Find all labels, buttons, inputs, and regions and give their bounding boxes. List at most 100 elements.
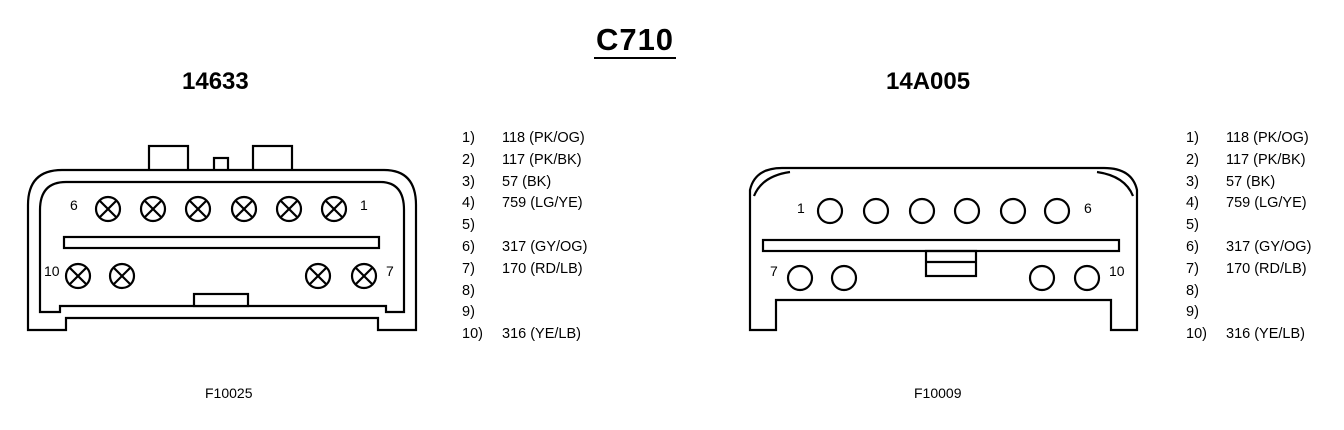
pin-wire: 118 (PK/OG) — [502, 130, 585, 146]
pin-wire: 117 (PK/BK) — [1226, 151, 1306, 168]
pin-number: 3) — [462, 173, 475, 190]
open-pin-cavity — [1043, 197, 1071, 225]
right-figure-id: F10009 — [914, 385, 962, 401]
pin-row: 6) 317 (GY/OG) — [462, 237, 587, 259]
right-pin-list: 1) 118 (PK/OG) 2) 117 (PK/BK) 3) 57 (BK) 4) 759… — [1186, 128, 1311, 346]
pin-row: 10) 316 (YE/LB) — [1186, 324, 1311, 346]
left-pin-label-1: 1 — [360, 197, 368, 213]
pin-row: 9) — [462, 302, 587, 324]
crossed-pin-cavity — [139, 195, 167, 223]
left-part-number: 14633 — [182, 68, 249, 95]
pin-number: 6) — [462, 238, 475, 255]
pin-number: 9) — [462, 304, 475, 321]
left-figure-id: F10025 — [205, 385, 253, 401]
pin-wire: 170 (RD/LB) — [1226, 260, 1307, 277]
pin-row: 1) 118 (PK/OG) — [462, 128, 587, 150]
open-pin-cavity — [1073, 264, 1101, 292]
pin-row: 9) — [1186, 302, 1311, 324]
crossed-pin-cavity — [108, 262, 136, 290]
pin-number: 9) — [1186, 304, 1199, 321]
pin-number: 1) — [1186, 130, 1199, 146]
crossed-pin-cavity — [184, 195, 212, 223]
left-pin-label-10: 10 — [44, 263, 60, 279]
right-pin-label-7: 7 — [770, 263, 778, 279]
left-pin-label-6: 6 — [70, 197, 78, 213]
right-pin-label-6: 6 — [1084, 200, 1092, 216]
pin-number: 5) — [462, 217, 475, 234]
pin-row: 2) 117 (PK/BK) — [1186, 150, 1311, 172]
left-connector-face — [26, 144, 418, 332]
crossed-pin-cavity — [320, 195, 348, 223]
pin-row: 8) — [1186, 281, 1311, 303]
pin-number: 4) — [1186, 195, 1199, 212]
open-pin-cavity — [786, 264, 814, 292]
pin-wire: 317 (GY/OG) — [1226, 238, 1312, 255]
pin-number: 7) — [462, 260, 475, 277]
right-connector-face — [748, 166, 1139, 332]
pin-wire: 118 (PK/OG) — [1226, 130, 1309, 146]
left-pin-label-7: 7 — [386, 263, 394, 279]
pin-row: 7) 170 (RD/LB) — [1186, 259, 1311, 281]
left-inner-cavity — [38, 180, 406, 314]
crossed-pin-cavity — [94, 195, 122, 223]
right-outer-shell — [748, 166, 1139, 332]
right-pin-cavities — [786, 197, 1101, 292]
open-pin-cavity — [999, 197, 1027, 225]
crossed-pin-cavity — [304, 262, 332, 290]
pin-number: 6) — [1186, 238, 1199, 255]
open-pin-cavity — [953, 197, 981, 225]
pin-row: 7)170 (RD/LB) — [462, 259, 587, 281]
left-key — [192, 292, 250, 308]
pin-number: 1) — [462, 130, 475, 146]
right-part-number: 14A005 — [886, 68, 971, 95]
open-pin-cavity — [862, 197, 890, 225]
pin-number: 8) — [462, 282, 475, 299]
pin-row: 10) 316 (YE/LB) — [462, 324, 587, 346]
pin-wire: 57 (BK) — [502, 173, 552, 190]
pin-row: 1) 118 (PK/OG) — [1186, 128, 1311, 150]
pin-wire: 759 (LG/YE) — [502, 195, 583, 212]
pin-number: 3) — [1186, 173, 1199, 190]
pin-number: 2) — [1186, 151, 1199, 168]
crossed-pin-cavity — [275, 195, 303, 223]
left-pin-list: 1) 118 (PK/OG) 2) 117 (PK/BK) 3) 57 (BK) 4) 759… — [462, 128, 587, 346]
open-pin-cavity — [1028, 264, 1056, 292]
pin-number: 7) — [1186, 260, 1199, 277]
pin-wire: 316 (YE/LB) — [502, 326, 581, 343]
pin-row: 4) 759 (LG/YE) — [462, 193, 587, 215]
pin-number: 8) — [1186, 282, 1199, 299]
pin-row: 5) — [1186, 215, 1311, 237]
pin-wire: 316 (YE/LB) — [1226, 326, 1305, 343]
pin-wire: 117 (PK/BK) — [502, 151, 582, 168]
pin-wire: 57 (BK) — [1226, 173, 1276, 190]
left-latch-1 — [147, 144, 190, 173]
crossed-pin-cavity — [350, 262, 378, 290]
open-pin-cavity — [816, 197, 844, 225]
pin-wire: 317 (GY/OG) — [502, 238, 588, 255]
open-pin-cavity — [830, 264, 858, 292]
pin-number: 10) — [462, 326, 483, 343]
right-pin-label-10: 10 — [1109, 263, 1125, 279]
left-latch-3 — [251, 144, 294, 173]
pin-row: 4) 759 (LG/YE) — [1186, 193, 1311, 215]
pin-number: 10) — [1186, 326, 1207, 343]
pin-number: 5) — [1186, 217, 1199, 234]
connector-title: C710 — [593, 22, 677, 59]
right-corner-left — [752, 170, 791, 197]
pin-row: 3) 57 (BK) — [1186, 172, 1311, 194]
crossed-pin-cavity — [64, 262, 92, 290]
right-key — [924, 249, 978, 278]
left-pin-cavities — [64, 195, 378, 290]
pin-row: 6) 317 (GY/OG) — [1186, 237, 1311, 259]
left-outer-shell — [26, 168, 418, 332]
pin-number: 4) — [462, 195, 475, 212]
crossed-pin-cavity — [230, 195, 258, 223]
pin-row: 5) — [462, 215, 587, 237]
right-pin-label-1: 1 — [797, 200, 805, 216]
pin-row: 8) — [462, 281, 587, 303]
pin-wire: 759 (LG/YE) — [1226, 195, 1307, 212]
left-divider-bar — [62, 235, 381, 250]
pin-number: 2) — [462, 151, 475, 168]
open-pin-cavity — [908, 197, 936, 225]
right-corner-right — [1096, 170, 1135, 197]
